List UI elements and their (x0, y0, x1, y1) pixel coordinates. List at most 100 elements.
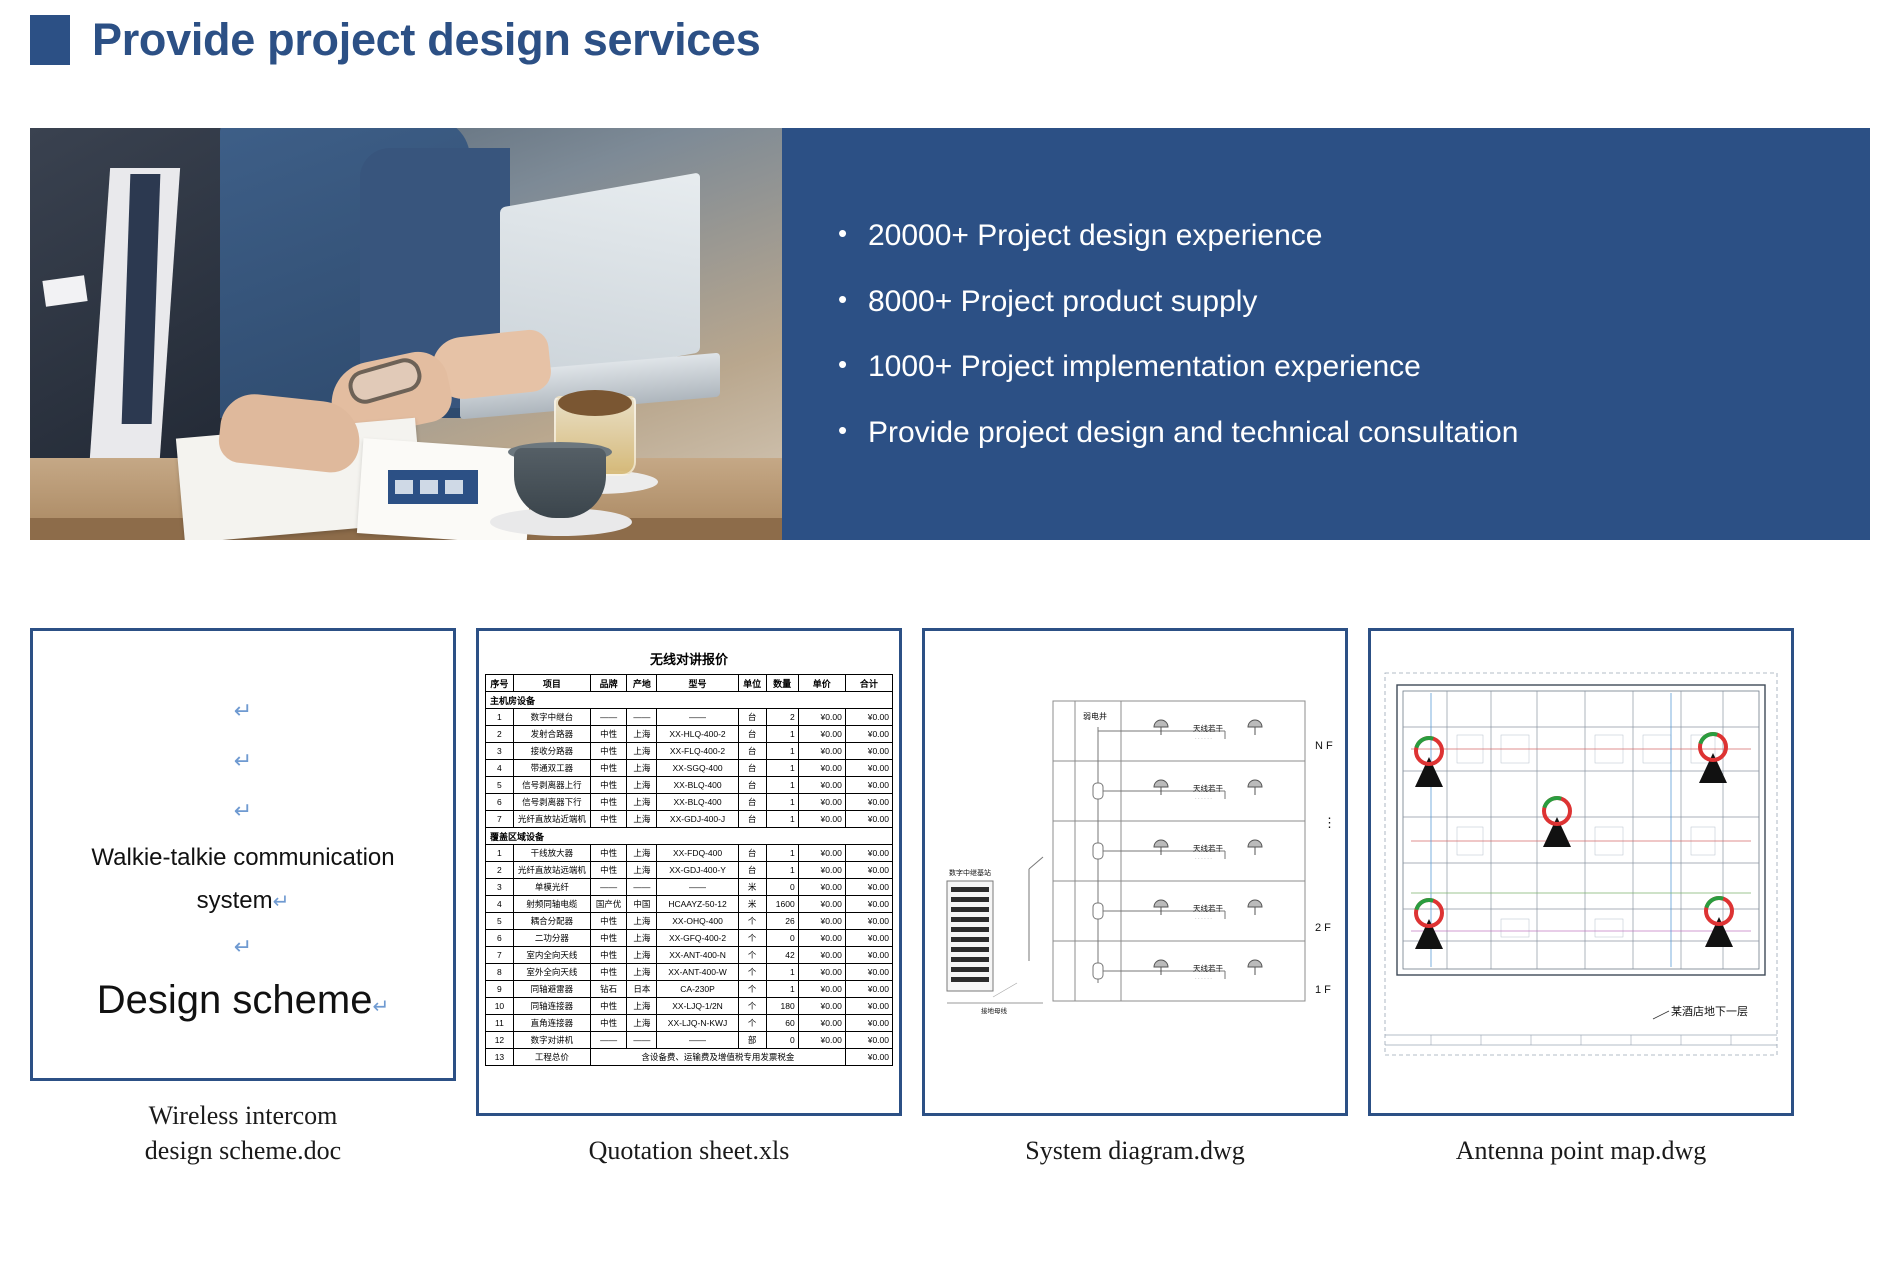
quotation-cell: 中性 (589, 997, 628, 1015)
title-square-marker-icon (30, 15, 70, 65)
quotation-cell: 直角连接器 (512, 1014, 591, 1032)
quotation-cell: 中性 (589, 861, 628, 879)
quotation-cell: 10 (485, 997, 514, 1015)
quotation-cell: ¥0.00 (844, 844, 894, 862)
quotation-cell: 5 (485, 776, 514, 794)
thumbnail-word-doc[interactable]: ↵ ↵ ↵ Walkie-talkie communication system… (30, 628, 456, 1168)
quotation-cell: 1 (485, 844, 514, 862)
quotation-cell: —— (626, 878, 658, 896)
quotation-cell: 上海 (626, 929, 658, 947)
quotation-cell: 台 (737, 776, 767, 794)
bullet-label-1: 20000+ Project design experience (868, 219, 1323, 252)
quotation-cell: 1 (765, 725, 799, 743)
quotation-cell: 1 (765, 793, 799, 811)
quotation-cell: 个 (737, 1014, 767, 1032)
quotation-cell: 个 (737, 963, 767, 981)
total-row-label: 工程总价 (512, 1048, 591, 1066)
quotation-cell: 个 (737, 997, 767, 1015)
quotation-cell: 日本 (626, 980, 658, 998)
col-header-model: 型号 (656, 674, 739, 692)
quotation-cell: ¥0.00 (844, 725, 894, 743)
quotation-cell: ¥0.00 (844, 997, 894, 1015)
total-row-note: 含设备费、运输费及增值税专用发票税金 (589, 1048, 846, 1066)
thumbnail-system-diagram[interactable]: 弱电井 (922, 628, 1348, 1168)
quotation-cell: ¥0.00 (844, 1031, 894, 1049)
quotation-cell: XX-LJQ-N-KWJ (656, 1014, 739, 1032)
quotation-cell: —— (589, 708, 628, 726)
quotation-cell: 台 (737, 861, 767, 879)
quotation-cell: 1 (765, 980, 799, 998)
quotation-cell: ¥0.00 (797, 725, 846, 743)
quotation-cell: 1 (485, 708, 514, 726)
antenna-label: 天线若干 (1193, 903, 1223, 913)
thumbnail-caption-diagram: System diagram.dwg (922, 1134, 1348, 1168)
quotation-cell: 中性 (589, 725, 628, 743)
quotation-cell: 个 (737, 946, 767, 964)
quotation-cell: XX-GFQ-400-2 (656, 929, 739, 947)
word-doc-preview[interactable]: ↵ ↵ ↵ Walkie-talkie communication system… (30, 628, 456, 1082)
quotation-cell: —— (656, 1031, 739, 1049)
quotation-cell: 中性 (589, 963, 628, 981)
quotation-cell: ¥0.00 (797, 946, 846, 964)
quotation-cell: 个 (737, 929, 767, 947)
quotation-cell: ¥0.00 (844, 963, 894, 981)
bullet-item-2: • 8000+ Project product supply (838, 283, 1814, 321)
quotation-cell: 0 (765, 878, 799, 896)
bullet-label-3: 1000+ Project implementation experience (868, 350, 1421, 383)
quotation-cell: 7 (485, 946, 514, 964)
quotation-cell: 上海 (626, 912, 658, 930)
quotation-cell: ¥0.00 (797, 963, 846, 981)
antenna-label: 天线若干 (1193, 963, 1223, 973)
quotation-cell: XX-GDJ-400-J (656, 810, 739, 828)
quotation-cell: 中性 (589, 946, 628, 964)
col-header-origin: 产地 (626, 674, 658, 692)
quotation-cell: 数字对讲机 (512, 1031, 591, 1049)
document-thumbnails: ↵ ↵ ↵ Walkie-talkie communication system… (30, 628, 1870, 1168)
quotation-cell: 上海 (626, 963, 658, 981)
caption-line-1: Antenna point map.dwg (1455, 1135, 1707, 1165)
quotation-cell: ¥0.00 (844, 980, 894, 998)
system-diagram-preview[interactable]: 弱电井 (922, 628, 1348, 1116)
quotation-cell: ¥0.00 (797, 1031, 846, 1049)
quotation-cell: 1 (765, 963, 799, 981)
thumbnail-antenna-map[interactable]: 某酒店地下一层 Antenna point map.dwg (1368, 628, 1794, 1168)
quotation-cell: 中性 (589, 912, 628, 930)
antenna-marker (1698, 732, 1728, 783)
quotation-cell: 180 (765, 997, 799, 1015)
quotation-cell: XX-BLQ-400 (656, 776, 739, 794)
quotation-cell: 室外全向天线 (512, 963, 591, 981)
quotation-cell: 上海 (626, 844, 658, 862)
doc-title: Design scheme (96, 978, 373, 1023)
paragraph-mark-icon: ↵ (372, 996, 390, 1019)
antenna-map-preview[interactable]: 某酒店地下一层 (1368, 628, 1794, 1116)
quotation-cell: 3 (485, 878, 514, 896)
caption-line-1: Quotation sheet.xls (588, 1135, 790, 1165)
floor-plan-svg: 某酒店地下一层 (1371, 631, 1791, 1113)
quotation-cell: ¥0.00 (797, 980, 846, 998)
quotation-preview[interactable]: 无线对讲报价 序号 项目 品牌 产地 型号 (476, 628, 902, 1116)
col-header-brand: 品牌 (589, 674, 628, 692)
paragraph-mark-icon: ↵ (233, 934, 253, 960)
quotation-cell: XX-ANT-400-N (656, 946, 739, 964)
meeting-photo (30, 128, 782, 540)
floor-label-dots: ⋮ (1323, 815, 1336, 830)
hero-bullet-panel: • 20000+ Project design experience • 800… (782, 128, 1870, 540)
col-header-total: 合计 (844, 674, 894, 692)
quotation-cell: XX-LJQ-1/2N (656, 997, 739, 1015)
quotation-section-row: 覆盖区域设备 (485, 827, 893, 845)
bullet-dot-icon: • (838, 218, 848, 248)
thumbnail-quotation-xls[interactable]: 无线对讲报价 序号 项目 品牌 产地 型号 (476, 628, 902, 1168)
quotation-cell: ¥0.00 (844, 759, 894, 777)
bullet-label-4: Provide project design and technical con… (868, 415, 1519, 449)
quotation-cell: ¥0.00 (844, 1014, 894, 1032)
quotation-cell: 射频同轴电缆 (512, 895, 591, 913)
antenna-marker (1414, 736, 1444, 787)
